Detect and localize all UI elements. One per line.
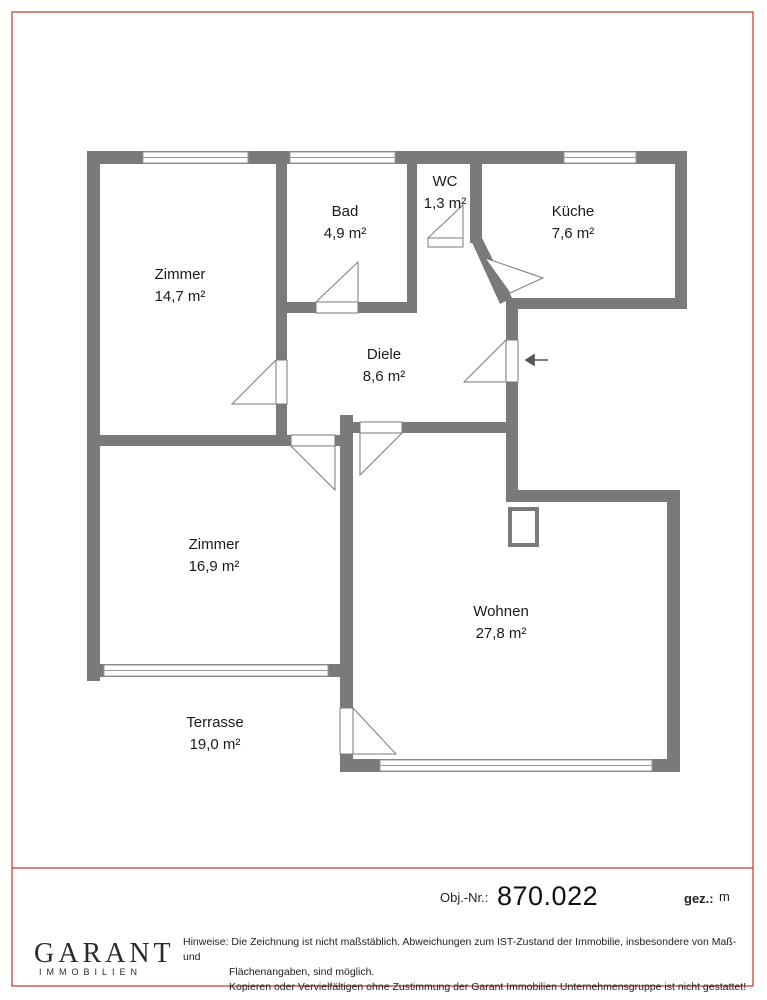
drawn-by-value: m (719, 889, 730, 904)
room-area: 7,6 m² (551, 225, 595, 242)
room-name: Zimmer (188, 536, 240, 553)
room-name: Zimmer (154, 266, 206, 283)
note-line-1: Hinweise: Die Zeichnung ist nicht maßstä… (183, 936, 737, 963)
room-area: 14,7 m² (154, 288, 206, 305)
room-area: 4,9 m² (323, 225, 367, 242)
room-area: 16,9 m² (188, 558, 240, 575)
page-border (11, 11, 754, 987)
room-zimmer-2: Zimmer 16,9 m² (174, 534, 254, 578)
room-kueche: Küche 7,6 m² (538, 201, 608, 245)
doors (230, 203, 545, 755)
room-area: 8,6 m² (362, 368, 406, 385)
windows (103, 151, 653, 772)
note-line-2: Flächenangaben, sind möglich. (229, 966, 375, 978)
object-number-label: Obj.-Nr.: (440, 890, 489, 905)
room-wc: WC 1,3 m² (415, 171, 475, 215)
room-name: Bad (331, 203, 359, 220)
room-name: Terrasse (186, 714, 244, 731)
room-name: WC (432, 173, 458, 190)
room-area: 1,3 m² (423, 195, 467, 212)
room-zimmer-1: Zimmer 14,7 m² (140, 264, 220, 308)
entrance-arrow-icon (524, 353, 548, 367)
note-line-3: Kopieren oder Vervielfältigen ohne Zusti… (229, 981, 747, 993)
room-wohnen: Wohnen 27,8 m² (461, 601, 541, 645)
room-name: Diele (366, 346, 402, 363)
room-area: 27,8 m² (475, 625, 527, 642)
garant-logo-subtitle: IMMOBILIEN (39, 967, 143, 977)
room-name: Wohnen (473, 603, 529, 620)
room-name: Küche (551, 203, 595, 220)
room-bad: Bad 4,9 m² (315, 201, 375, 245)
room-area: 19,0 m² (189, 736, 241, 753)
garant-logo: GARANT (34, 938, 175, 969)
room-diele: Diele 8,6 m² (349, 344, 419, 388)
drawn-by-label: gez.: (684, 891, 714, 906)
object-number: 870.022 (497, 881, 599, 911)
disclaimer-notes: Hinweise: Die Zeichnung ist nicht maßstä… (183, 935, 753, 995)
room-terrasse: Terrasse 19,0 m² (175, 712, 255, 756)
